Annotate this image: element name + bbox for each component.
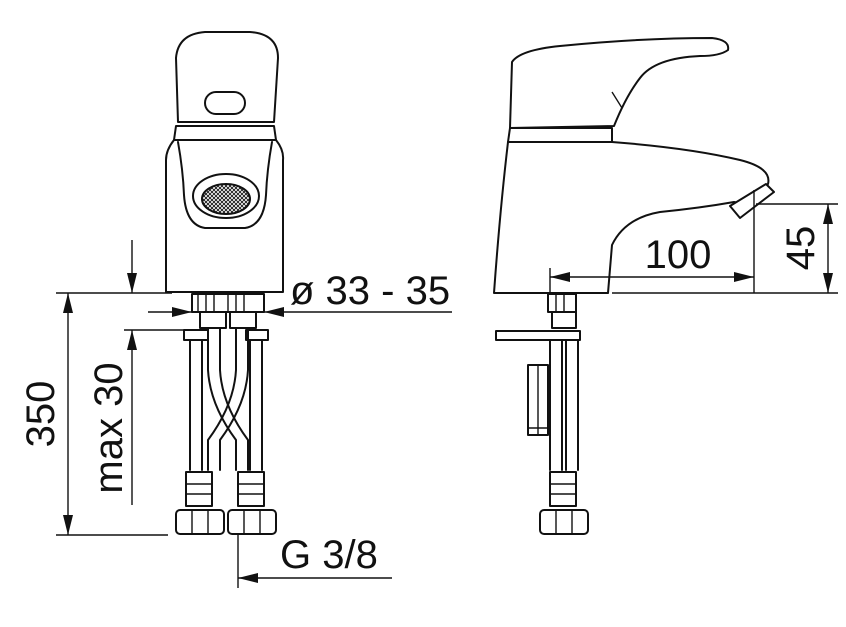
front-handle	[175, 31, 279, 123]
side-view: 100 45	[493, 37, 838, 535]
dim-max30: max 30	[87, 240, 184, 505]
dim-max30-label: max 30	[87, 362, 131, 493]
dim-diameter-label: ø 33 - 35	[290, 269, 450, 313]
side-mounting-plate	[495, 330, 581, 341]
front-collar	[173, 125, 277, 141]
front-body-inner	[177, 141, 273, 229]
dim-100-label: 100	[645, 233, 712, 277]
side-hoses	[527, 339, 579, 471]
side-body	[493, 141, 770, 294]
side-hose-nuts	[539, 471, 589, 535]
front-hose-nuts	[175, 471, 277, 535]
dim-thread-label: G 3/8	[280, 533, 378, 577]
front-handle-slot	[204, 91, 246, 115]
dim-45: 45	[612, 203, 838, 294]
side-lever-detail	[611, 91, 623, 109]
front-connectors	[183, 293, 269, 341]
dim-45-label: 45	[779, 226, 823, 271]
front-view: 350 max 30 ø 33 - 35 G 3/8	[19, 31, 452, 588]
side-collar	[507, 127, 613, 143]
dim-diameter: ø 33 - 35	[148, 269, 452, 317]
dim-350-label: 350	[19, 381, 63, 448]
dim-350: 350	[19, 292, 172, 536]
aerator-mesh	[201, 183, 251, 215]
dim-100: 100	[549, 190, 755, 294]
dim-thread: G 3/8	[237, 533, 392, 588]
side-lever	[509, 37, 730, 129]
front-hoses	[189, 327, 263, 471]
side-connectors	[495, 293, 581, 341]
